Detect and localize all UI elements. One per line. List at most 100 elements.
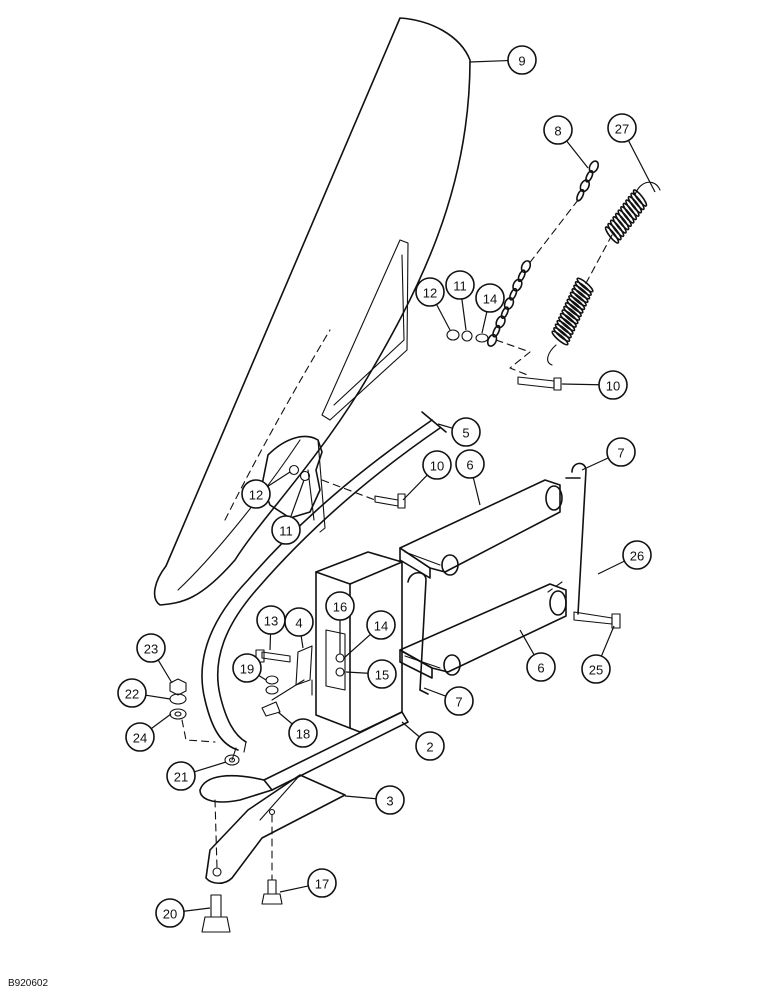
part-bolt-20	[201, 894, 231, 933]
callout-circle	[445, 270, 475, 300]
part-pin-lower	[407, 571, 429, 695]
callout-label: 16	[333, 600, 347, 615]
spring-coil	[559, 312, 577, 328]
callout-7: 7	[444, 686, 474, 716]
callout-label: 14	[483, 292, 497, 307]
leader-line-24	[150, 713, 172, 730]
callout-circle	[271, 515, 301, 545]
callout-9: 9	[507, 45, 537, 75]
leader-line-7	[581, 457, 609, 471]
leader-line-13	[269, 633, 272, 651]
callout-11: 11	[271, 515, 301, 545]
callout-label: 3	[386, 794, 393, 809]
callout-label: 7	[455, 695, 462, 710]
part-skid-blade	[205, 774, 346, 885]
callout-20: 20	[155, 898, 185, 928]
callout-label: 19	[240, 662, 254, 677]
callout-15: 15	[367, 659, 397, 689]
callout-label: 11	[279, 524, 293, 539]
callout-circle	[288, 718, 318, 748]
callout-label: 10	[430, 459, 444, 474]
callout-10: 10	[598, 370, 628, 400]
spring-coil	[566, 298, 584, 314]
callout-circle	[622, 540, 652, 570]
callout-label: 14	[374, 619, 388, 634]
leader-line-11	[290, 479, 305, 518]
spring-coil	[622, 202, 638, 221]
callout-label: 2	[426, 740, 433, 755]
chain-link	[585, 169, 594, 183]
callout-circle	[606, 437, 636, 467]
callout-11: 11	[445, 270, 475, 300]
spring-coil	[625, 199, 640, 217]
leader-line-17	[279, 885, 309, 893]
leader-line-21	[194, 761, 227, 773]
spring-to-bolt-dash	[495, 339, 531, 377]
spring-coil	[617, 209, 632, 228]
callout-25: 25	[581, 654, 611, 684]
spring-coil	[551, 330, 569, 346]
part-hardware-23	[169, 678, 187, 720]
callout-label: 15	[375, 668, 389, 683]
callout-label: 5	[462, 426, 469, 441]
leader-line-8	[566, 140, 589, 169]
callout-circle	[607, 113, 637, 143]
leader-line-10	[402, 474, 428, 501]
drawing-code: B920602	[8, 978, 48, 989]
callout-label: 20	[163, 907, 177, 922]
leader-line-11	[461, 298, 467, 331]
callout-circle	[451, 417, 481, 447]
callout-label: 4	[295, 616, 302, 631]
leader-line-14	[343, 633, 371, 659]
leader-line-14	[481, 311, 488, 334]
callout-circle	[155, 898, 185, 928]
callout-circle	[475, 283, 505, 313]
callout-label: 6	[466, 458, 473, 473]
chain-link	[495, 315, 506, 329]
chain-link	[509, 287, 518, 301]
callout-label: 17	[315, 877, 329, 892]
callout-14: 14	[366, 610, 396, 640]
callout-circle	[232, 653, 262, 683]
spring-coil	[612, 216, 627, 234]
callout-26: 26	[622, 540, 652, 570]
callout-circle	[366, 610, 396, 640]
spring-coil	[553, 326, 571, 343]
callout-circle	[117, 678, 147, 708]
callout-7: 7	[606, 437, 636, 467]
part-channel-upper	[399, 479, 563, 579]
leader-line-26	[597, 560, 625, 575]
spring-coil	[614, 212, 630, 231]
chain-dash-link	[527, 199, 579, 266]
chain-link	[517, 269, 526, 283]
callout-19: 19	[232, 653, 262, 683]
leader-line-2	[401, 721, 420, 738]
spring-coil	[561, 309, 579, 325]
blade-dash-1	[214, 799, 218, 869]
spring-coil	[569, 291, 587, 307]
washer-dash	[181, 719, 216, 743]
leader-line-12	[435, 304, 451, 331]
part-hardware-upper	[446, 329, 489, 343]
spring-coil	[563, 305, 581, 321]
callout-circle	[415, 731, 445, 761]
callout-circle	[444, 686, 474, 716]
part-pin-upper	[565, 462, 587, 615]
callout-circle	[367, 659, 397, 689]
callout-circle	[284, 607, 314, 637]
callout-circle	[598, 370, 628, 400]
chain-link	[579, 179, 591, 193]
spring-coil	[604, 226, 620, 244]
leader-lines	[145, 59, 656, 912]
callout-23: 23	[136, 633, 166, 663]
spring-coil	[609, 219, 625, 238]
leader-line-6	[519, 629, 535, 656]
callout-label: 18	[296, 727, 310, 742]
part-washer-21	[224, 754, 240, 766]
callout-circle	[526, 652, 556, 682]
part-hardware-shield	[288, 464, 311, 482]
callout-12: 12	[415, 277, 445, 307]
callout-6: 6	[455, 449, 485, 479]
callout-label: 13	[264, 614, 278, 629]
spring-hook	[634, 181, 661, 196]
